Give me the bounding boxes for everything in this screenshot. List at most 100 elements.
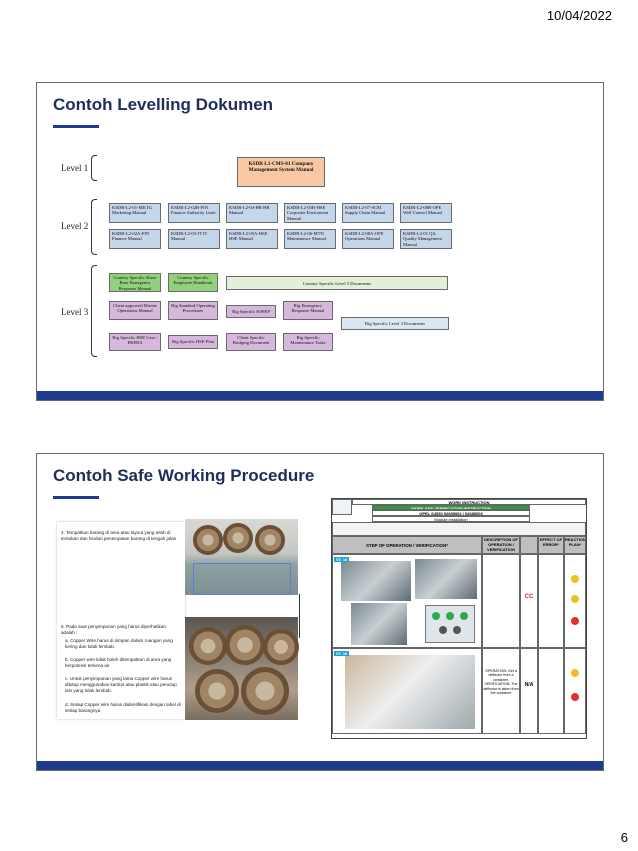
- procedure-item-5-intro: 5. Pada saat penyimpanan yang harus dipe…: [61, 624, 166, 636]
- spool-image: [241, 667, 289, 715]
- wi-header-effect: EFFECT OF ERROR*: [538, 536, 564, 554]
- spool-image: [189, 627, 227, 665]
- wi-header-reaction: REACTION PLAN*: [564, 536, 586, 554]
- wi-step2-reaction: [564, 648, 586, 734]
- level3-wide-box: Rig Specific Level 3 Documents: [341, 317, 449, 330]
- floor-marking: [193, 563, 291, 595]
- level2-box: KSDR-L2-08A-OPE Operations Manual: [342, 229, 394, 249]
- document-hierarchy-diagram: Level 1 Level 2 Level 3 KSDR L1-CMS-01 C…: [51, 149, 453, 361]
- procedure-item-5a: a. Copper Wire harus di simpan dalam rua…: [65, 638, 173, 650]
- wi-title: WORK INSTRUCTION: [352, 499, 586, 505]
- procedure-text-panel: 4. Tempatkan barang di area atau layout …: [57, 522, 185, 719]
- warning-icon: [571, 669, 579, 677]
- slide-footer-bar: [37, 761, 603, 770]
- wi-header-step: STEP OF OPERATION / VERIFICATION*: [332, 536, 482, 554]
- green-button-icon: [446, 612, 454, 620]
- level3-box: Client approved Marine Operations Manual: [109, 301, 161, 320]
- level-brace-2: [91, 199, 97, 255]
- level2-box: KSDR-L2-07-SCM Supply Chain Manual: [342, 203, 394, 223]
- level-label-2: Level 2: [61, 221, 89, 231]
- title-accent-bar: [53, 125, 99, 128]
- spool-image: [255, 525, 285, 555]
- slide-title: Contoh Safe Working Procedure: [53, 466, 315, 485]
- slide-title: Contoh Levelling Dokumen: [53, 95, 274, 114]
- level1-cms-box: KSDR L1-CMS-01 Company Management System…: [237, 157, 325, 187]
- na-mark: N/A: [520, 648, 538, 734]
- level2-box: KSDR-L2-05B-HSE Corporate Enviroment Man…: [284, 203, 336, 223]
- level2-box: KSDR-L2-03-IT IT Manual: [168, 229, 220, 249]
- stop-icon: [571, 617, 579, 625]
- level3-box: Rig Specific Maintenance Tasks: [283, 333, 333, 351]
- level-label-3: Level 3: [61, 307, 89, 317]
- level3-box: Rig Emergency Response Manual: [283, 301, 333, 320]
- spool-image: [193, 525, 223, 555]
- level3-box: Rig Specific HSE Case / HSERA: [109, 333, 161, 351]
- wi-header-description: DESCRIPTION OF OPERATION / VERIFICATION: [482, 536, 520, 554]
- deflector-container-photo: [345, 655, 475, 729]
- level-label-1: Level 1: [61, 163, 89, 173]
- procedure-item-5b: b. Copper wire tidak boleh ditempatkan d…: [65, 657, 172, 669]
- warning-icon: [571, 595, 579, 603]
- module-photo: [351, 603, 407, 645]
- control-panel-photo: [425, 605, 475, 643]
- wi-operation: Module installation: [372, 516, 530, 522]
- wi-step2-effect: [538, 648, 564, 734]
- wi-header-symbol: [520, 536, 538, 554]
- step-tag: ST. 10: [334, 557, 350, 562]
- level2-box: KSDR-L2-04-HR HR Manual: [226, 203, 278, 223]
- warehouse-spools-photo: [185, 519, 298, 595]
- level3-box: Rig Standard Operating Procedures: [168, 301, 218, 320]
- wi-step1-effect: [538, 554, 564, 648]
- level3-box: Client Specific Bridging Document: [226, 333, 276, 351]
- stop-icon: [571, 693, 579, 701]
- slide-footer-bar: [37, 391, 603, 400]
- page-number: 6: [620, 830, 628, 845]
- level2-box: KSDR-L2-02B-FIN Finance Authority Limit: [168, 203, 220, 223]
- level2-box: KSDR-L2-08B-OPE Well Control Manual: [400, 203, 452, 223]
- step-tag: ST. 10: [334, 651, 350, 656]
- slide-levelling: Contoh Levelling Dokumen Level 1 Level 2…: [36, 82, 604, 401]
- level2-box: KSDR-L2-06-MTN Maintenance Manual: [284, 229, 336, 249]
- wi-step1-description: [482, 554, 520, 648]
- divider-line: [299, 594, 300, 638]
- level2-box: KSDR-L2-01-MKTG Marketing Manual: [109, 203, 161, 223]
- level3-box: Rig Specific SOPEP: [226, 305, 276, 318]
- spool-image: [263, 629, 299, 665]
- stacked-spools-photo: [185, 617, 299, 720]
- wi-step2-image-cell: [332, 648, 482, 734]
- work-instruction-sheet: WORK INSTRUCTION WORK AND VERIFICATION I…: [331, 498, 587, 739]
- spool-image: [223, 523, 253, 553]
- cc-mark: CC: [520, 554, 538, 648]
- procedure-item-5c: c. Untuk penyimpanan yang lama Copper wi…: [65, 676, 177, 694]
- level3-box: Country Specific Shore Base Emergency Re…: [109, 273, 161, 292]
- level3-box: Rig Specific HSE Plan: [168, 335, 218, 349]
- level2-box: KSDR-L2-02A-FIN Finance Manual: [109, 229, 161, 249]
- procedure-item-4: 4. Tempatkan barang di area atau layout …: [61, 530, 177, 542]
- date-stamp: 10/04/2022: [546, 8, 612, 23]
- spool-image: [225, 625, 265, 665]
- level3-box: Country Specific Employee Handbook: [168, 273, 218, 292]
- wi-step1-image-cell: [332, 554, 482, 648]
- wi-subtitle: WORK AND VERIFICATION INSTRUCTION: [372, 505, 530, 510]
- wi-step2-description: OPERATION: Get a deflector from a contai…: [482, 648, 520, 734]
- warning-icon: [571, 575, 579, 583]
- black-button-icon: [453, 626, 461, 634]
- spool-image: [195, 669, 239, 713]
- green-button-icon: [460, 612, 468, 620]
- black-button-icon: [439, 626, 447, 634]
- level-brace-1: [91, 155, 97, 181]
- wi-product: OPEL S4530 02685002 / 02685003: [372, 510, 530, 516]
- machine-photo: [341, 561, 411, 601]
- title-accent-bar: [53, 496, 99, 499]
- level2-box: KSDR-L2-05A-HSE HSE Manual: [226, 229, 278, 249]
- green-button-icon: [432, 612, 440, 620]
- module-photo: [415, 559, 477, 599]
- slide-safe-working-procedure: Contoh Safe Working Procedure 4. Tempatk…: [36, 453, 604, 771]
- level-brace-3: [91, 265, 97, 357]
- procedure-item-5d: d. Setiap Copper wire harus diidentifika…: [65, 702, 181, 714]
- wi-meta-rows: [332, 522, 586, 536]
- level3-wide-box: Country Specific Level 3 Documents: [226, 276, 448, 290]
- level2-box: KSDR-L2-01 QA Quality Management Manual: [400, 229, 452, 249]
- wi-step1-reaction: [564, 554, 586, 648]
- company-logo-icon: [332, 499, 352, 515]
